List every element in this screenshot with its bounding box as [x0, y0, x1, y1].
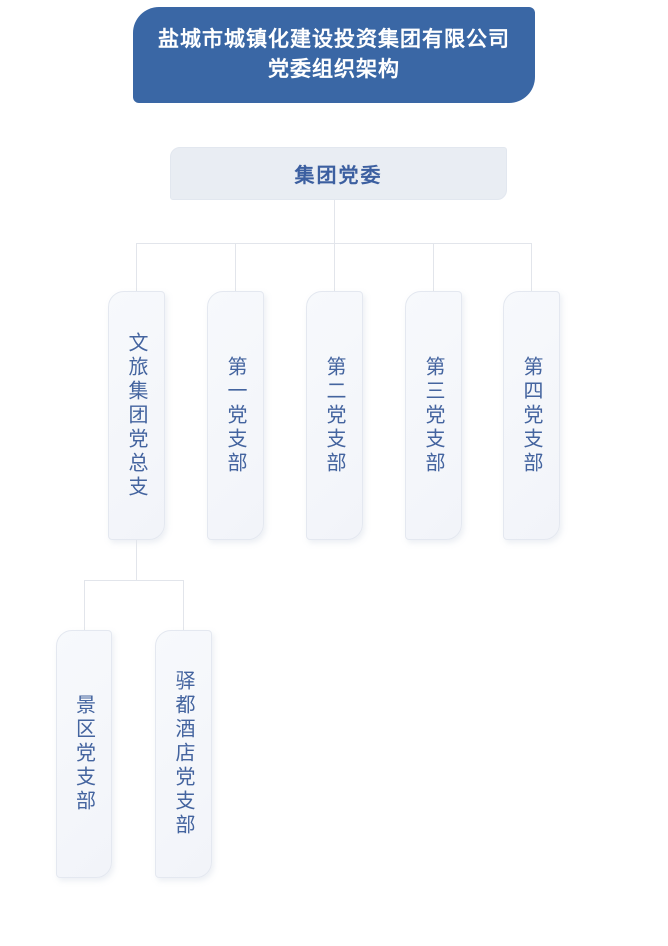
- branch-node-label: 文旅集团党总支: [125, 331, 147, 500]
- chart-title-line2: 党委组织架构: [268, 58, 400, 81]
- connector-level1-drop-4: [433, 243, 434, 291]
- branch-node-fourth-party-branch: 第四党支部: [503, 291, 560, 540]
- connector-level1-drop-2: [235, 243, 236, 291]
- branch-node-first-party-branch: 第一党支部: [207, 291, 264, 540]
- connector-root-stem: [334, 200, 335, 291]
- root-node-label: 集团党委: [294, 165, 383, 187]
- branch-node-label: 第二党支部: [323, 355, 345, 476]
- connector-branch-stem: [136, 540, 137, 580]
- sub-branch-node-label: 景区党支部: [72, 694, 95, 814]
- connector-level1-drop-5: [531, 243, 532, 291]
- branch-node-label: 第四党支部: [520, 355, 542, 476]
- connector-level1-horizontal: [136, 243, 532, 244]
- connector-level1-drop-1: [136, 243, 137, 291]
- root-node-group-party-committee: 集团党委: [170, 147, 507, 200]
- branch-node-third-party-branch: 第三党支部: [405, 291, 462, 540]
- sub-branch-node-scenic-area-party-branch: 景区党支部: [56, 630, 112, 878]
- sub-branch-node-label: 驿都酒店党支部: [172, 670, 194, 838]
- branch-node-second-party-branch: 第二党支部: [306, 291, 363, 540]
- branch-node-culture-tourism-general-branch: 文旅集团党总支: [108, 291, 165, 540]
- chart-title-banner: 盐城市城镇化建设投资集团有限公司 党委组织架构: [133, 7, 535, 103]
- sub-branch-node-yidu-hotel-party-branch: 驿都酒店党支部: [155, 630, 212, 878]
- chart-title-line1: 盐城市城镇化建设投资集团有限公司: [158, 28, 510, 51]
- connector-level2-horizontal: [84, 580, 184, 581]
- branch-node-label: 第三党支部: [422, 355, 444, 476]
- branch-node-label: 第一党支部: [224, 355, 246, 476]
- connector-level2-drop-1: [84, 580, 85, 630]
- connector-level2-drop-2: [183, 580, 184, 630]
